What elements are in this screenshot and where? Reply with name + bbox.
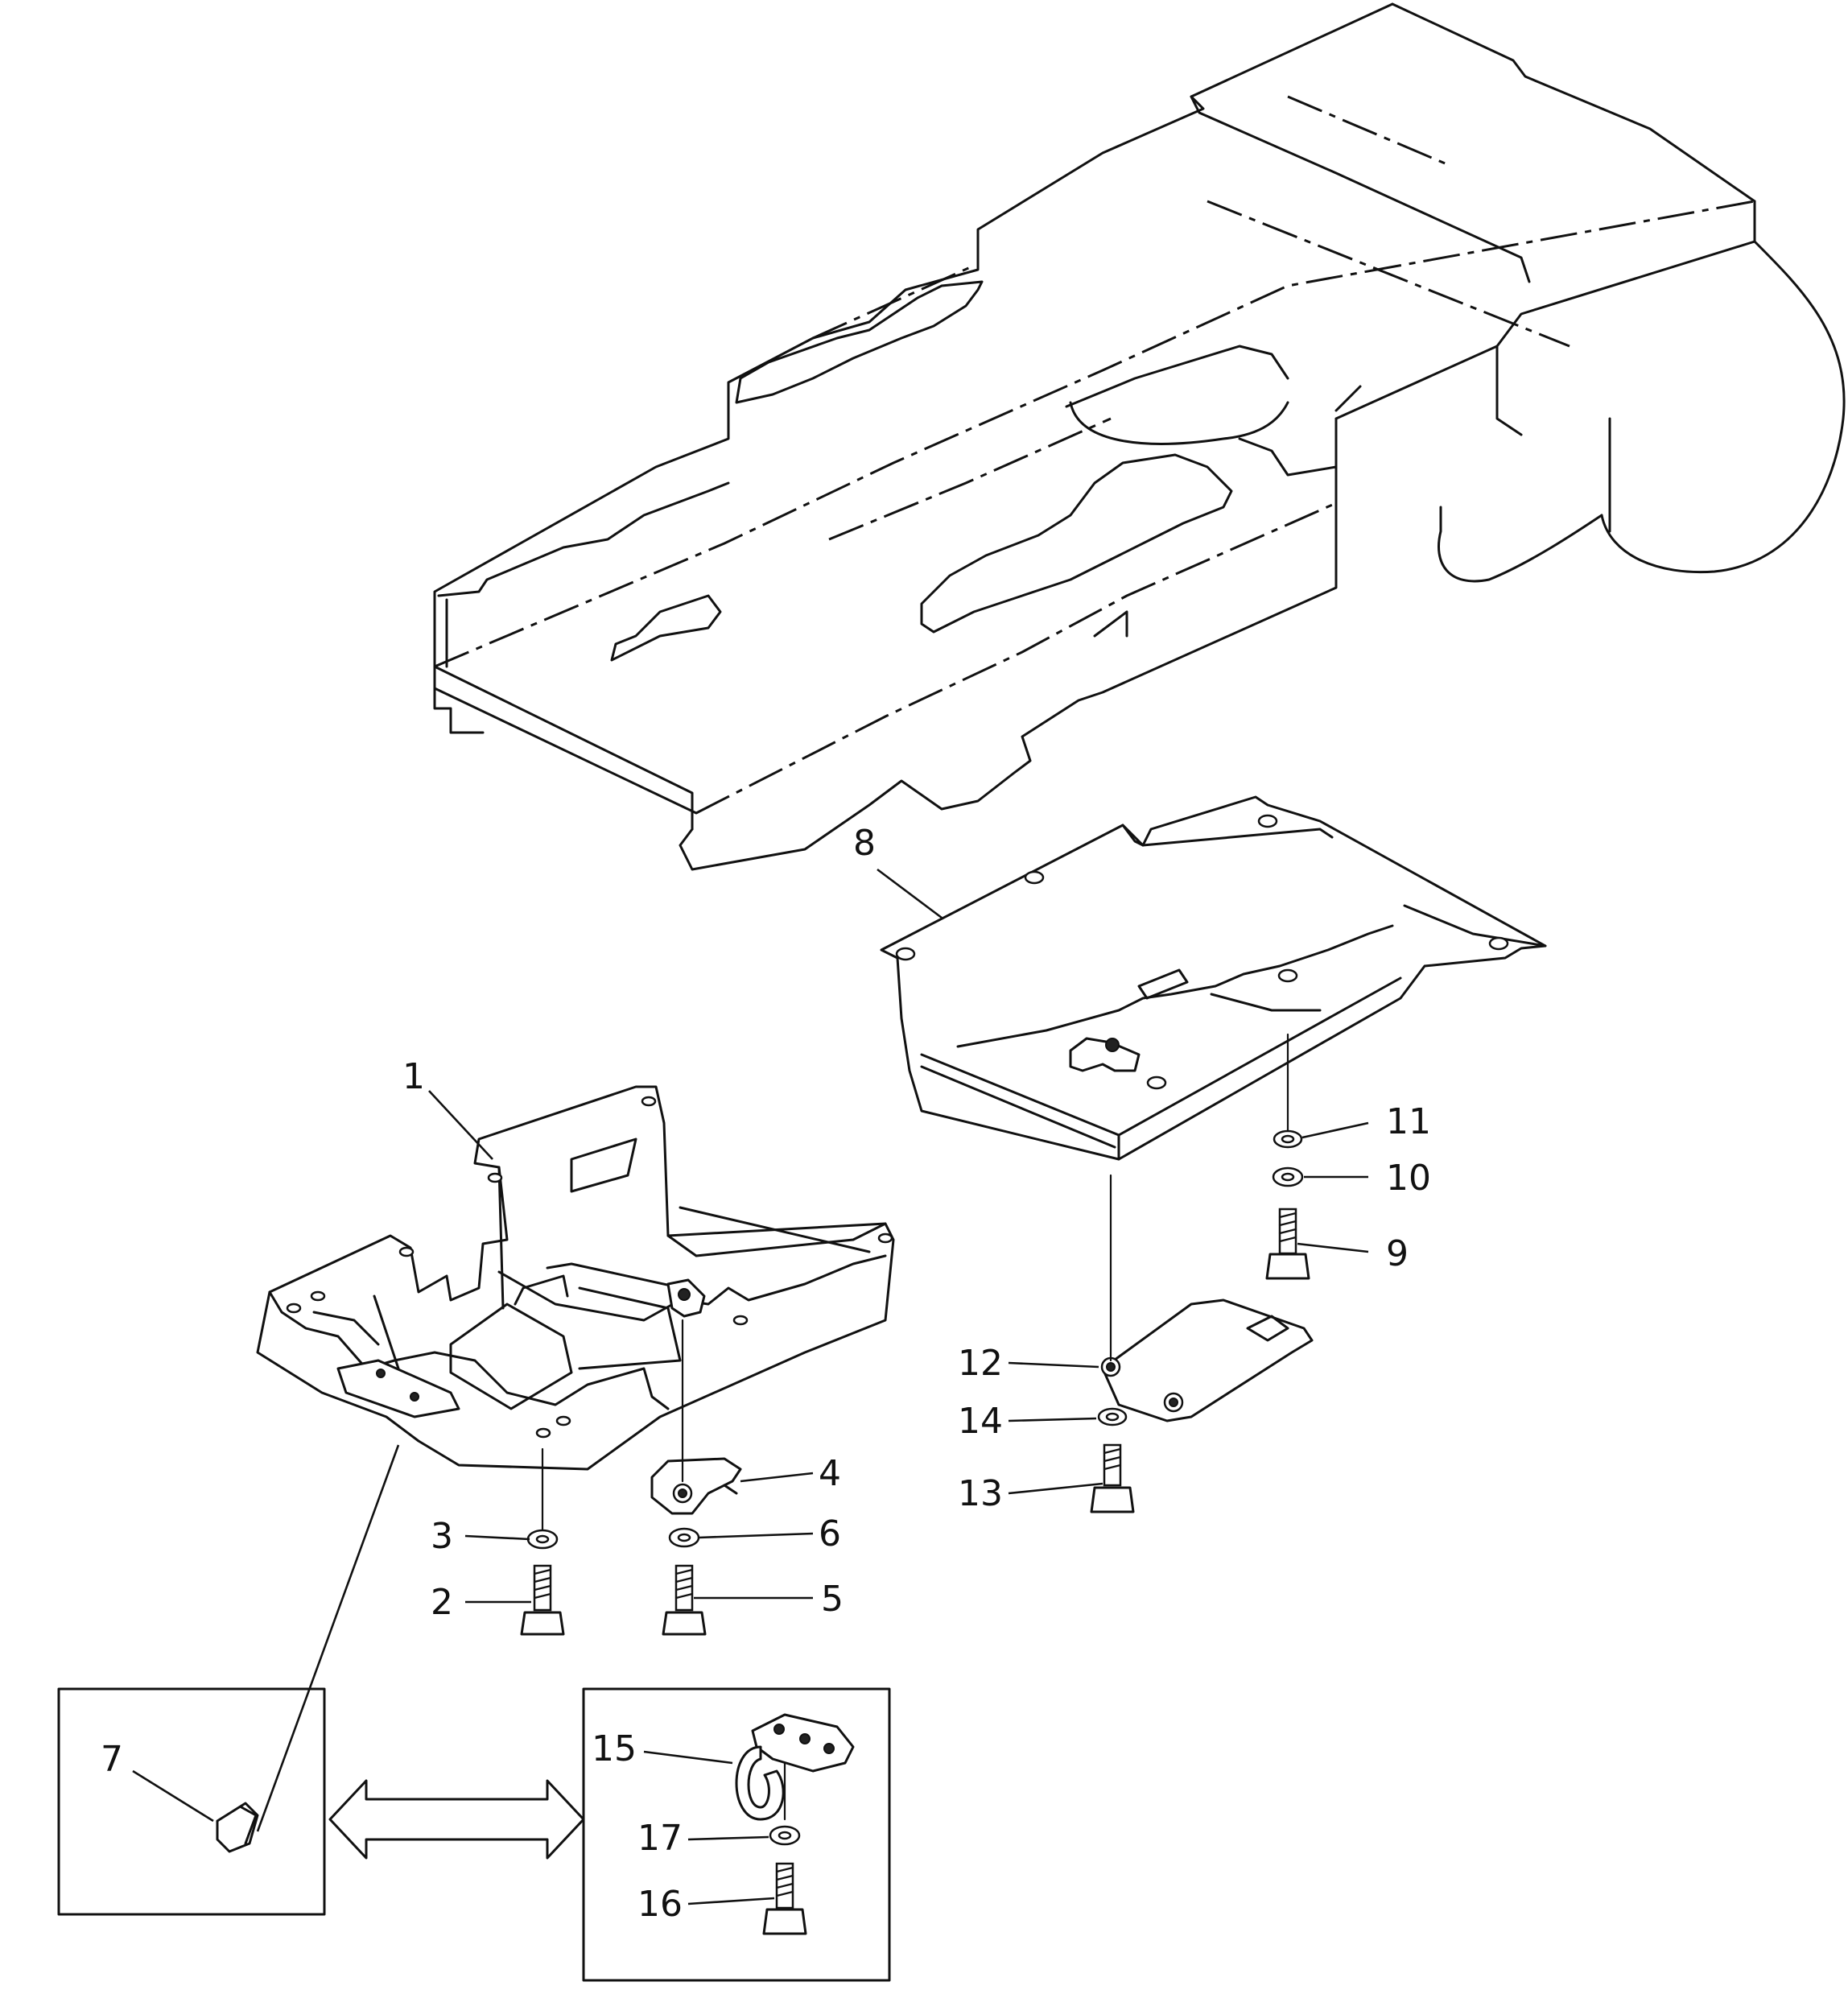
callout-5: 5 (821, 1579, 844, 1620)
callout-16: 16 (637, 1884, 683, 1925)
callout-13: 13 (958, 1473, 1003, 1514)
double-arrow (328, 1779, 585, 1860)
callout-3: 3 (431, 1516, 453, 1557)
inset-box-left (57, 1687, 326, 1916)
callout-6: 6 (819, 1513, 841, 1554)
callout-7: 7 (101, 1739, 123, 1780)
callout-17: 17 (637, 1818, 683, 1859)
fasteners (520, 1033, 1310, 1636)
callout-14: 14 (958, 1401, 1003, 1442)
callout-4: 4 (819, 1453, 841, 1494)
main-frame (433, 2, 1846, 871)
callout-10: 10 (1386, 1158, 1431, 1199)
callout-2: 2 (431, 1582, 453, 1623)
guard-plate-1 (256, 1085, 895, 1471)
callout-15: 15 (592, 1728, 637, 1769)
callout-12: 12 (958, 1343, 1003, 1384)
callout-1: 1 (402, 1056, 425, 1097)
callout-labels: 1 2 3 4 5 6 7 8 9 10 11 12 13 14 15 16 1… (101, 823, 1431, 1925)
guard-plate-8 (880, 795, 1547, 1161)
callout-11: 11 (1386, 1101, 1431, 1142)
callout-8: 8 (853, 823, 876, 864)
cover-plate-4 (650, 1457, 742, 1515)
leader-lines (132, 868, 1369, 1905)
inset-box-right (582, 1687, 891, 1982)
callout-9: 9 (1386, 1233, 1409, 1274)
cover-plate-12 (1100, 1298, 1314, 1422)
